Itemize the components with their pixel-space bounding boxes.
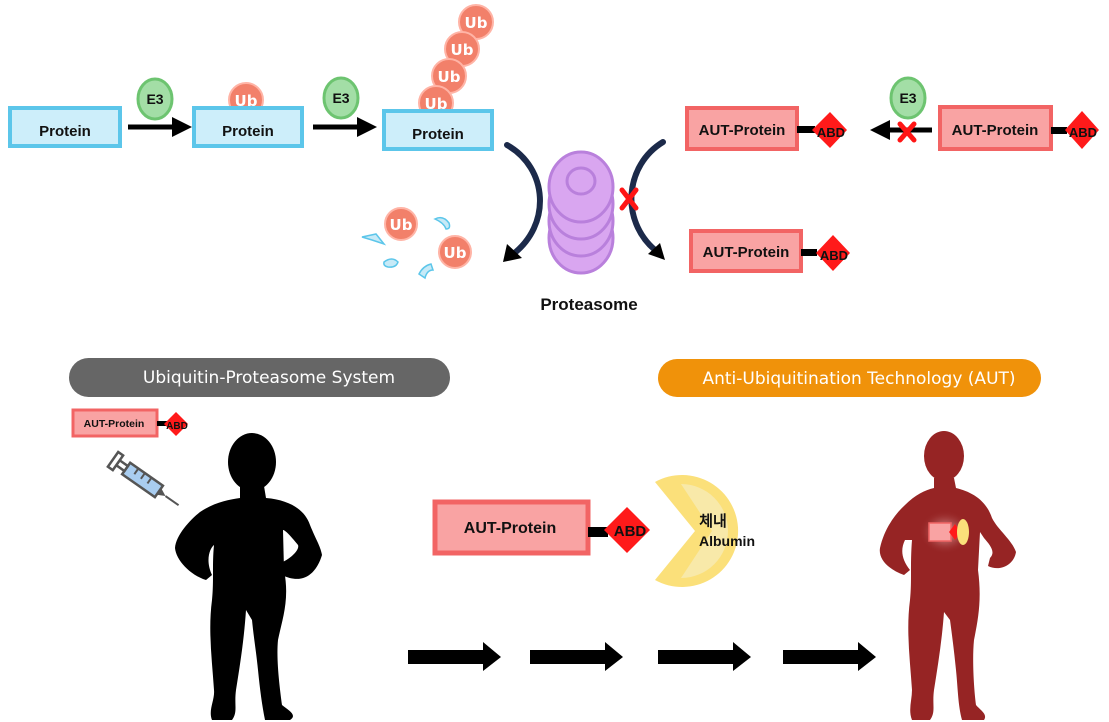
arrow-right-icon xyxy=(530,642,623,671)
e3-enzyme: E3 xyxy=(136,77,174,121)
ubiquitination-pathway: Protein E3 Ub Protein E3 xyxy=(8,4,1099,314)
aut-protein-label: AUT-Protein xyxy=(699,122,786,139)
albumin-label: Albumin xyxy=(699,533,755,549)
degraded-fragments: Ub Ub xyxy=(361,207,472,280)
aut-title: Anti-Ubiquitination Technology (AUT) xyxy=(702,369,1015,389)
e3-label: E3 xyxy=(899,90,916,106)
albumin: 체내 Albumin xyxy=(655,475,755,588)
protein-label: Protein xyxy=(39,123,91,140)
ub-label: Ub xyxy=(390,216,413,234)
e3-label: E3 xyxy=(146,91,163,107)
protein-label: Protein xyxy=(412,126,464,143)
ups-title-pill: Ubiquitin-Proteasome System xyxy=(69,358,450,397)
syringe-icon xyxy=(106,450,180,507)
proteasome: Proteasome xyxy=(540,150,638,314)
aut-protein-large: AUT-Protein ABD xyxy=(432,499,650,556)
peptide-fragment xyxy=(433,216,451,230)
human-silhouette-untreated xyxy=(175,433,322,720)
curved-arrow-icon xyxy=(628,139,666,260)
abd-label: ABD xyxy=(1069,125,1097,140)
aut-title-pill: Anti-Ubiquitination Technology (AUT) xyxy=(658,359,1041,397)
proteasome-label: Proteasome xyxy=(540,295,637,314)
arrow-right-icon xyxy=(408,642,501,671)
abd-label: ABD xyxy=(817,125,845,140)
aut-protein: AUT-Protein ABD xyxy=(689,229,850,273)
protein-box: Protein xyxy=(192,106,304,148)
blocked-x-icon xyxy=(897,121,917,143)
e3-enzyme: E3 xyxy=(889,76,927,120)
ub-label: Ub xyxy=(465,14,488,32)
abd-label: ABD xyxy=(166,421,188,432)
aut-protein: AUT-Protein ABD xyxy=(938,105,1099,151)
ups-title: Ubiquitin-Proteasome System xyxy=(143,368,395,388)
peptide-fragment xyxy=(418,263,435,280)
abd-label: ABD xyxy=(820,248,848,263)
curved-arrow-icon xyxy=(503,142,543,262)
peptide-fragment xyxy=(361,233,387,246)
e3-enzyme: E3 xyxy=(322,76,360,120)
ub-label: Ub xyxy=(425,95,448,113)
aut-protein-label: AUT-Protein xyxy=(952,122,1039,139)
aut-protein-label: AUT-Protein xyxy=(464,520,556,537)
ub-label: Ub xyxy=(451,41,474,59)
ub-label: Ub xyxy=(438,68,461,86)
ub-label: Ub xyxy=(235,92,258,110)
ubiquitin: Ub xyxy=(384,207,418,241)
arrow-right-icon xyxy=(658,642,751,671)
albumin-label-ko: 체내 xyxy=(699,512,727,530)
aut-albumin-complex-icon xyxy=(928,519,969,545)
aut-protein-label: AUT-Protein xyxy=(703,244,790,261)
aut-protein-small: AUT-Protein ABD xyxy=(71,408,188,438)
abd-label: ABD xyxy=(614,523,647,540)
ubiquitin: Ub xyxy=(438,235,472,269)
ub-label: Ub xyxy=(444,244,467,262)
aut-protein-label: AUT-Protein xyxy=(84,418,145,430)
protein-box: Protein xyxy=(8,106,122,148)
e3-label: E3 xyxy=(332,90,349,106)
progression-arrows xyxy=(408,642,876,671)
human-silhouette-treated xyxy=(879,431,1016,720)
protein-label: Protein xyxy=(222,123,274,140)
peptide-fragment xyxy=(383,258,399,268)
protein-box: Protein xyxy=(382,109,494,151)
blocked-x-icon xyxy=(619,187,639,211)
arrow-right-icon xyxy=(783,642,876,671)
aut-protein: AUT-Protein ABD xyxy=(685,106,847,151)
polyubiquitin-chain: Ub Ub Ub Ub xyxy=(418,4,494,121)
